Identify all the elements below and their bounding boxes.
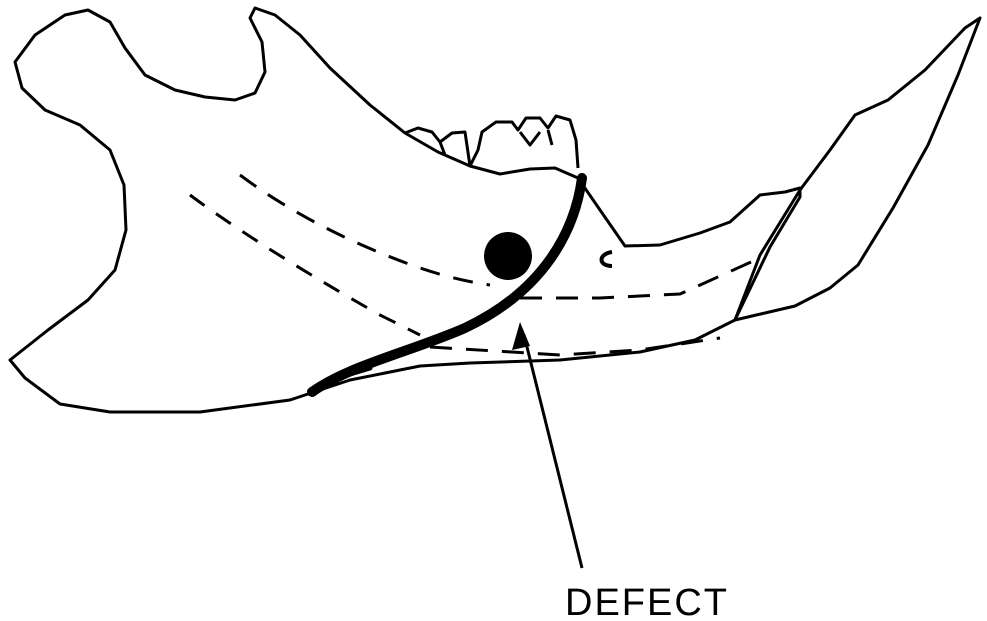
defect-dashed-line xyxy=(430,338,720,355)
defect-arrow-shaft xyxy=(524,335,582,568)
defect-arrow-head xyxy=(512,322,530,350)
small-foramen-mark xyxy=(602,252,613,266)
anterior-segment xyxy=(735,18,980,320)
canal-dashed-line-anterior xyxy=(520,258,760,298)
foramen-dot xyxy=(484,232,532,280)
defect-label: DEFECT xyxy=(565,582,729,621)
canal-dashed-line-upper xyxy=(240,175,490,285)
teeth-outline xyxy=(405,116,578,168)
